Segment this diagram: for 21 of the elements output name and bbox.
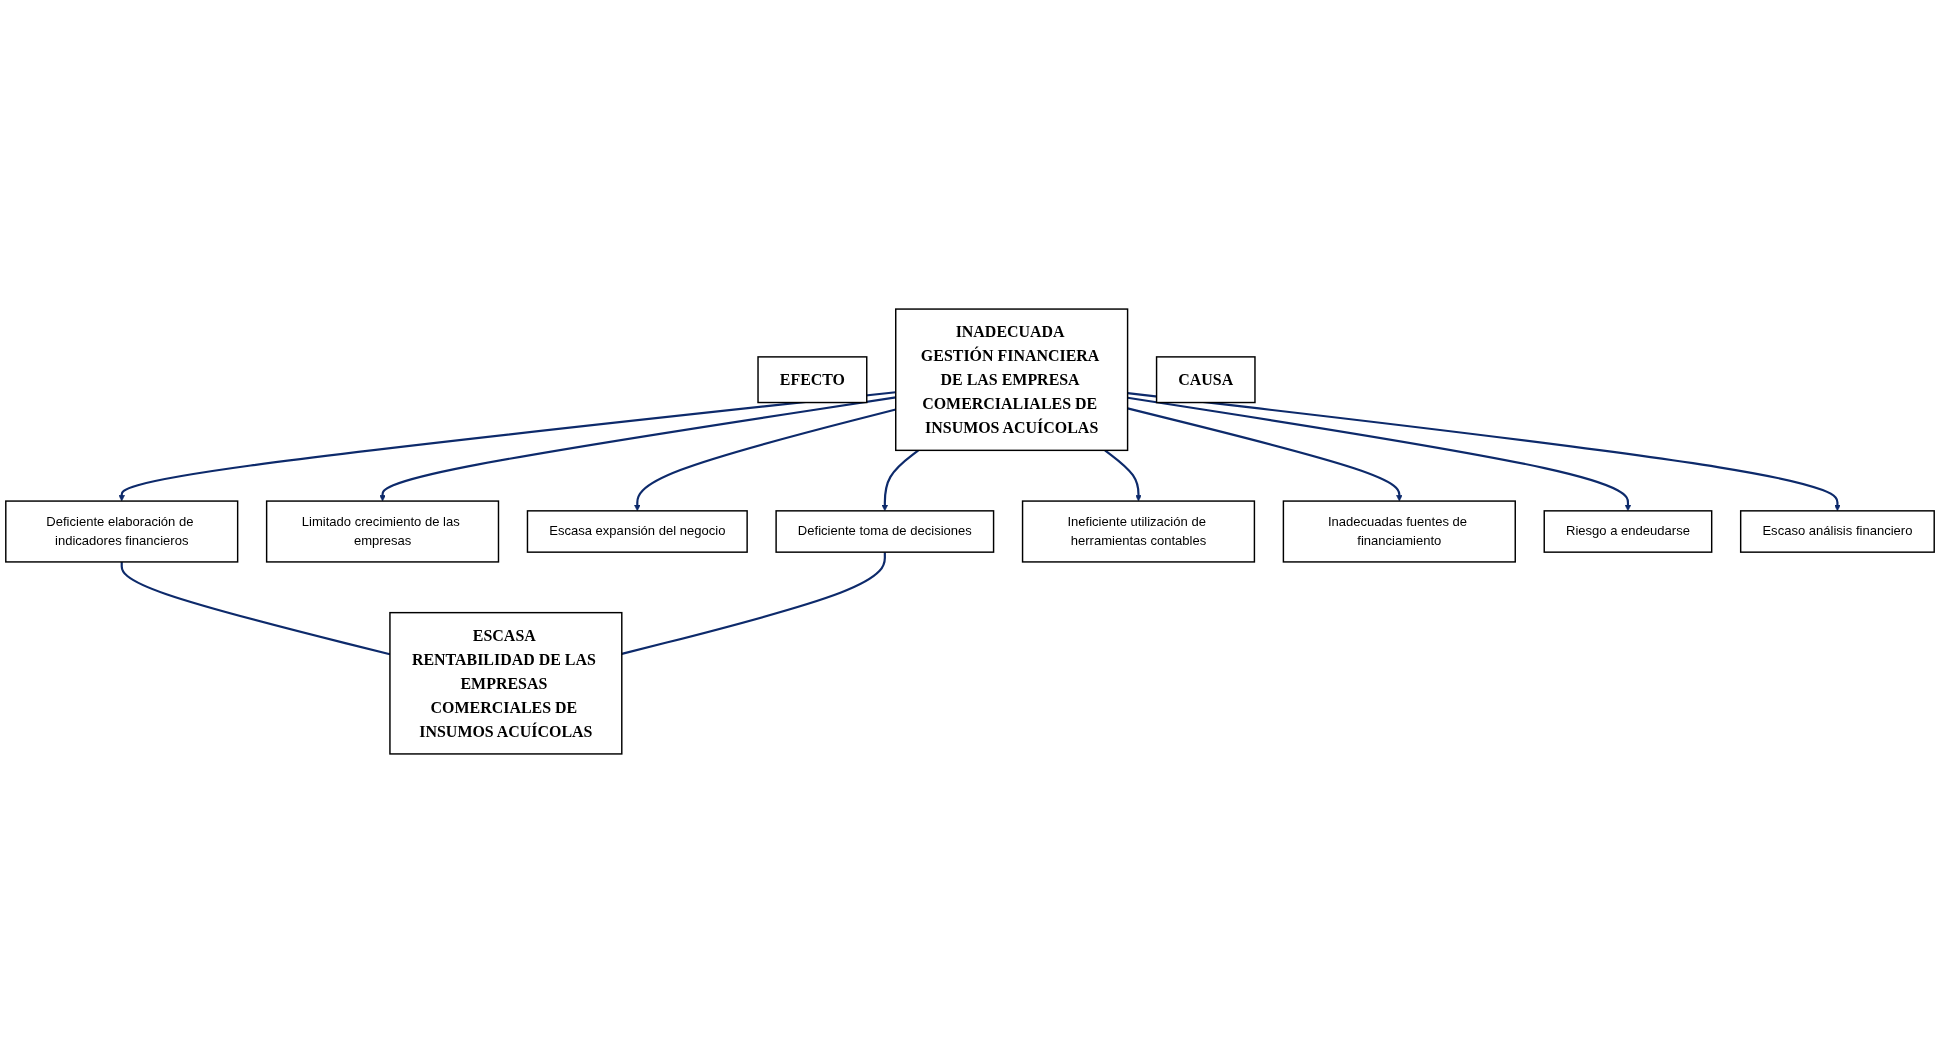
arrow bbox=[379, 396, 896, 502]
connector bbox=[621, 552, 886, 655]
node-box: EFECTO bbox=[757, 356, 868, 404]
node-box: Escasa expansión del negocio bbox=[526, 510, 748, 553]
node-box: Escaso análisis financiero bbox=[1739, 510, 1935, 553]
node-box: Riesgo a endeudarse bbox=[1543, 510, 1713, 553]
node-box: Ineficiente utilización de herramientas contables bbox=[1021, 500, 1256, 563]
arrow bbox=[1127, 396, 1632, 512]
arrow bbox=[634, 408, 896, 512]
node-box: Deficiente toma de decisiones bbox=[775, 510, 995, 553]
node-box: INADECUADA GESTIÓN FINANCIERA DE LAS EMPRESA COMERCIALIALES DE INSUMOS ACUÍCOLAS bbox=[895, 308, 1129, 452]
node-box: Limitado crecimiento de las empresas bbox=[265, 500, 500, 563]
node-box: Deficiente elaboración de indicadores financieros bbox=[5, 500, 239, 563]
arrow bbox=[881, 449, 919, 512]
arrow bbox=[1127, 392, 1841, 512]
arrow bbox=[118, 391, 896, 502]
arrow bbox=[1104, 449, 1142, 502]
node-box: ESCASA RENTABILIDAD DE LAS EMPRESAS COMERCIALES DE INSUMOS ACUÍCOLAS bbox=[389, 611, 623, 755]
arrow bbox=[1127, 407, 1403, 502]
node-box: CAUSA bbox=[1155, 356, 1256, 404]
node-box: Inadecuadas fuentes de financiamiento bbox=[1282, 500, 1516, 563]
